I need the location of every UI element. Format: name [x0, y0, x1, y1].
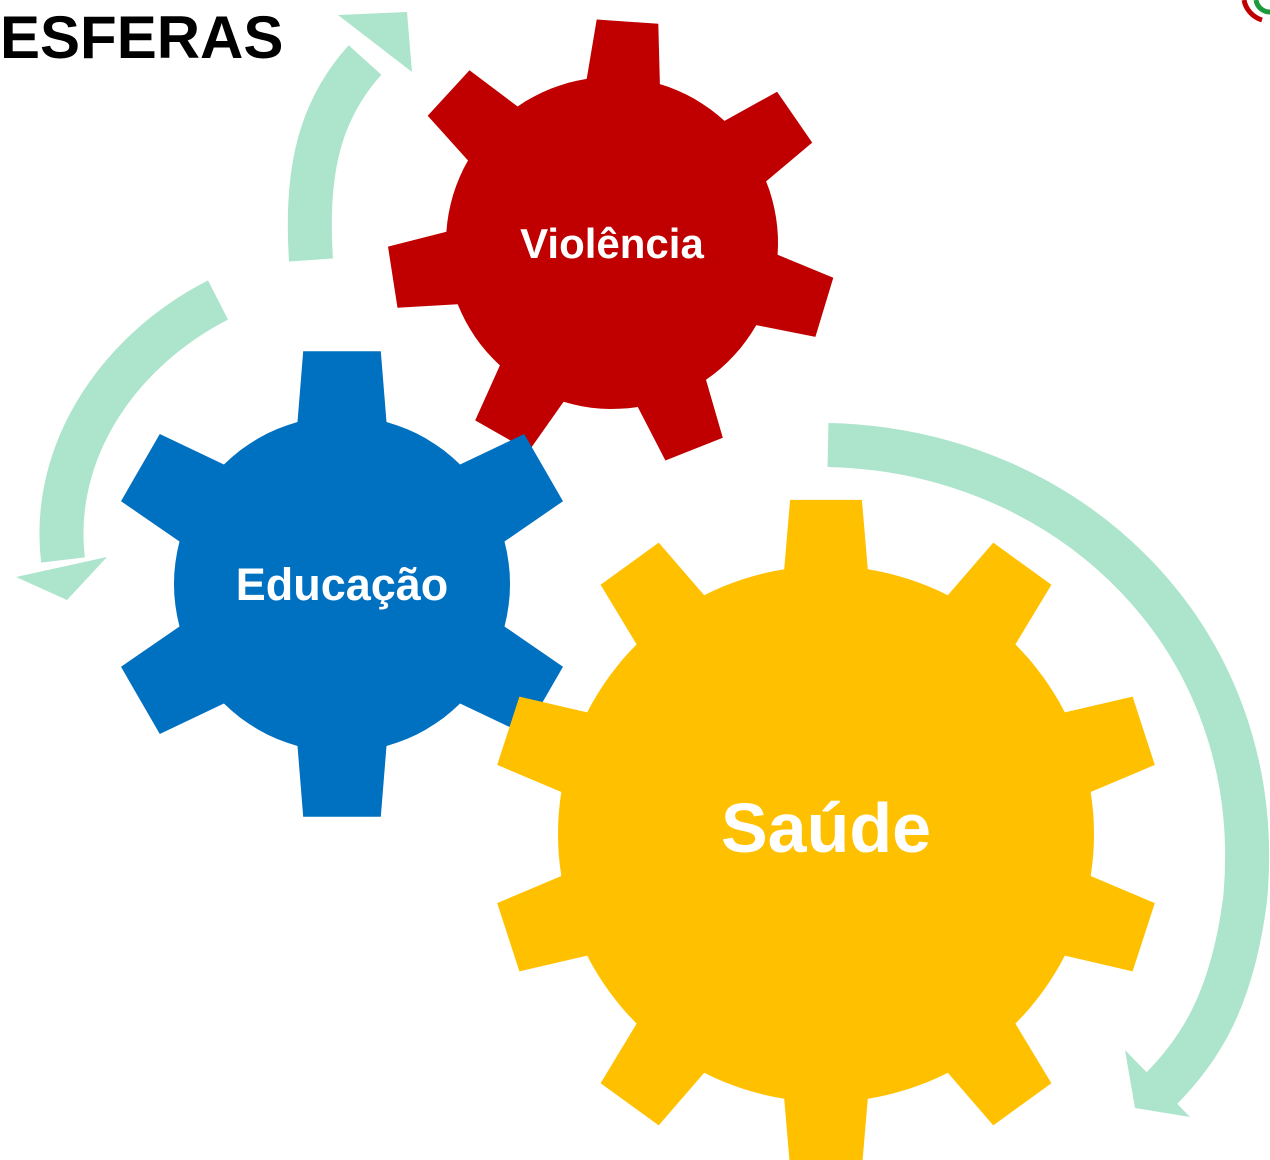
arrow-left-down	[16, 280, 229, 600]
gear-saude	[497, 499, 1155, 1160]
gear-educacao	[121, 351, 563, 817]
gear-label-educacao: Educação	[236, 559, 449, 610]
cycle-arrows	[16, 12, 1269, 1117]
gear-label-saude: Saúde	[721, 789, 931, 867]
gear-violencia	[388, 19, 834, 461]
gear-body-saude	[497, 499, 1155, 1160]
gear-label-violencia: Violência	[520, 220, 704, 267]
arrow-right-down	[827, 423, 1269, 1117]
corner-logo	[1241, 0, 1270, 23]
gear-body-violencia	[388, 19, 834, 461]
page-title: ESFERAS	[0, 4, 284, 71]
arrow-up	[287, 12, 412, 262]
gear-body-educacao	[121, 351, 563, 817]
